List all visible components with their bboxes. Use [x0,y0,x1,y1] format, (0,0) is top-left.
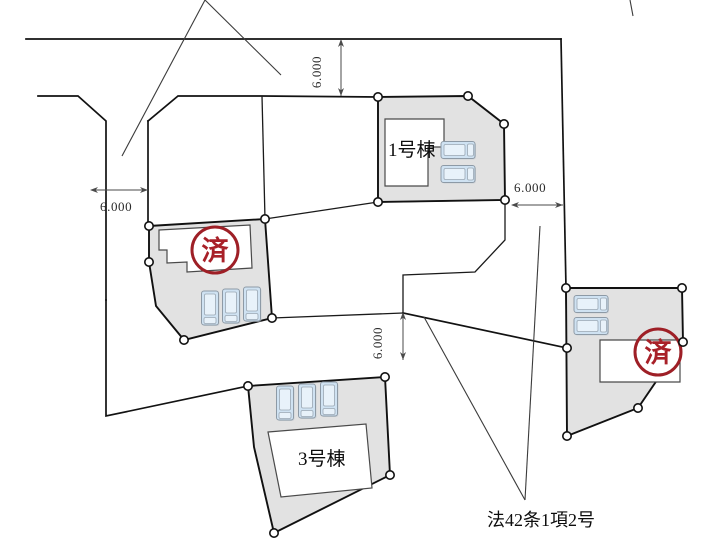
leader-road-top-right [204,0,282,76]
note-layer: 法42条1項2号 [487,510,595,530]
parking-car-icon [440,141,477,160]
boundary-node [243,380,254,391]
road-south-edge-left [37,95,107,301]
stamp-ring [190,225,240,275]
stamp-character: 済 [645,337,673,369]
boundary-node [372,197,383,208]
parking-car-icon [440,165,477,184]
site-boundary-southwest [105,299,250,418]
lot-divider-diagonal-2 [271,312,404,319]
leader-line-group [121,0,634,501]
boundary-node [144,221,155,232]
house-footprint [384,118,445,187]
leader-road-top-left [121,0,206,157]
road-south-edge-right [146,95,379,123]
dimension-label: 6.000 [309,56,324,88]
parking-car-icon [201,290,220,327]
boundary-node [144,256,155,267]
parcel-2-group[interactable]: 済 [144,214,277,345]
dimension-label: 6.000 [100,199,132,214]
house-footprint [267,423,373,498]
boundary-node [179,334,190,345]
house-footprint [158,224,253,273]
dim-setback-right: 6.000 [511,180,563,208]
leader-road-bottom-left [423,316,526,501]
boundary-node [561,430,572,441]
lot-divider-vertical-1 [261,95,266,220]
parcel-4-group[interactable]: 済 [560,282,688,441]
dimension-label: 6.000 [514,180,546,195]
parcel-3-group[interactable]: 3号棟 [243,371,395,538]
dimension-label: 6.000 [370,327,385,359]
boundary-node [560,282,571,293]
parcel-label: 1号棟 [388,139,436,161]
parking-car-icon [298,383,317,420]
boundary-node [561,342,572,353]
parking-car-icon [222,288,241,325]
parking-car-icon [573,317,610,336]
completed-stamp: 済 [190,225,240,275]
boundary-node [632,402,643,413]
boundary-node [268,527,279,538]
dim-road-width-top: 6.000 [309,39,344,96]
dim-road-width-left: 6.000 [90,187,148,214]
leader-arrow-top-right [629,0,634,17]
dim-setback-mid: 6.000 [370,312,406,360]
dimension-layer: 6.000 6.000 6.000 6.000 [90,39,563,360]
boundary-node [676,282,687,293]
boundary-node [372,92,383,103]
parking-car-icon [243,286,262,323]
parcel-label: 3号棟 [298,448,346,470]
boundary-node [266,312,277,323]
parcel-1-group[interactable]: 1号棟 [372,91,510,208]
boundary-node [498,119,509,130]
site-boundary-south-to-east [401,311,569,350]
parking-car-icon [573,295,610,314]
leader-road-bottom-right [524,225,541,501]
note-road-category: 法42条1項2号 [487,510,595,530]
road-boundary-group [25,38,569,418]
boundary-node [379,371,390,382]
site-boundary-east [560,38,567,289]
stamp-character: 済 [202,235,230,267]
parking-car-icon [320,381,339,418]
house-footprint [599,339,681,383]
parking-car-icon [276,385,295,422]
boundary-node [462,91,473,102]
boundary-node [384,469,395,480]
boundary-node [259,214,270,225]
boundary-node [677,336,688,347]
boundary-node [499,195,510,206]
completed-stamp: 済 [633,327,683,377]
stamp-ring [633,327,683,377]
lot-divider-diagonal-1 [264,201,379,220]
